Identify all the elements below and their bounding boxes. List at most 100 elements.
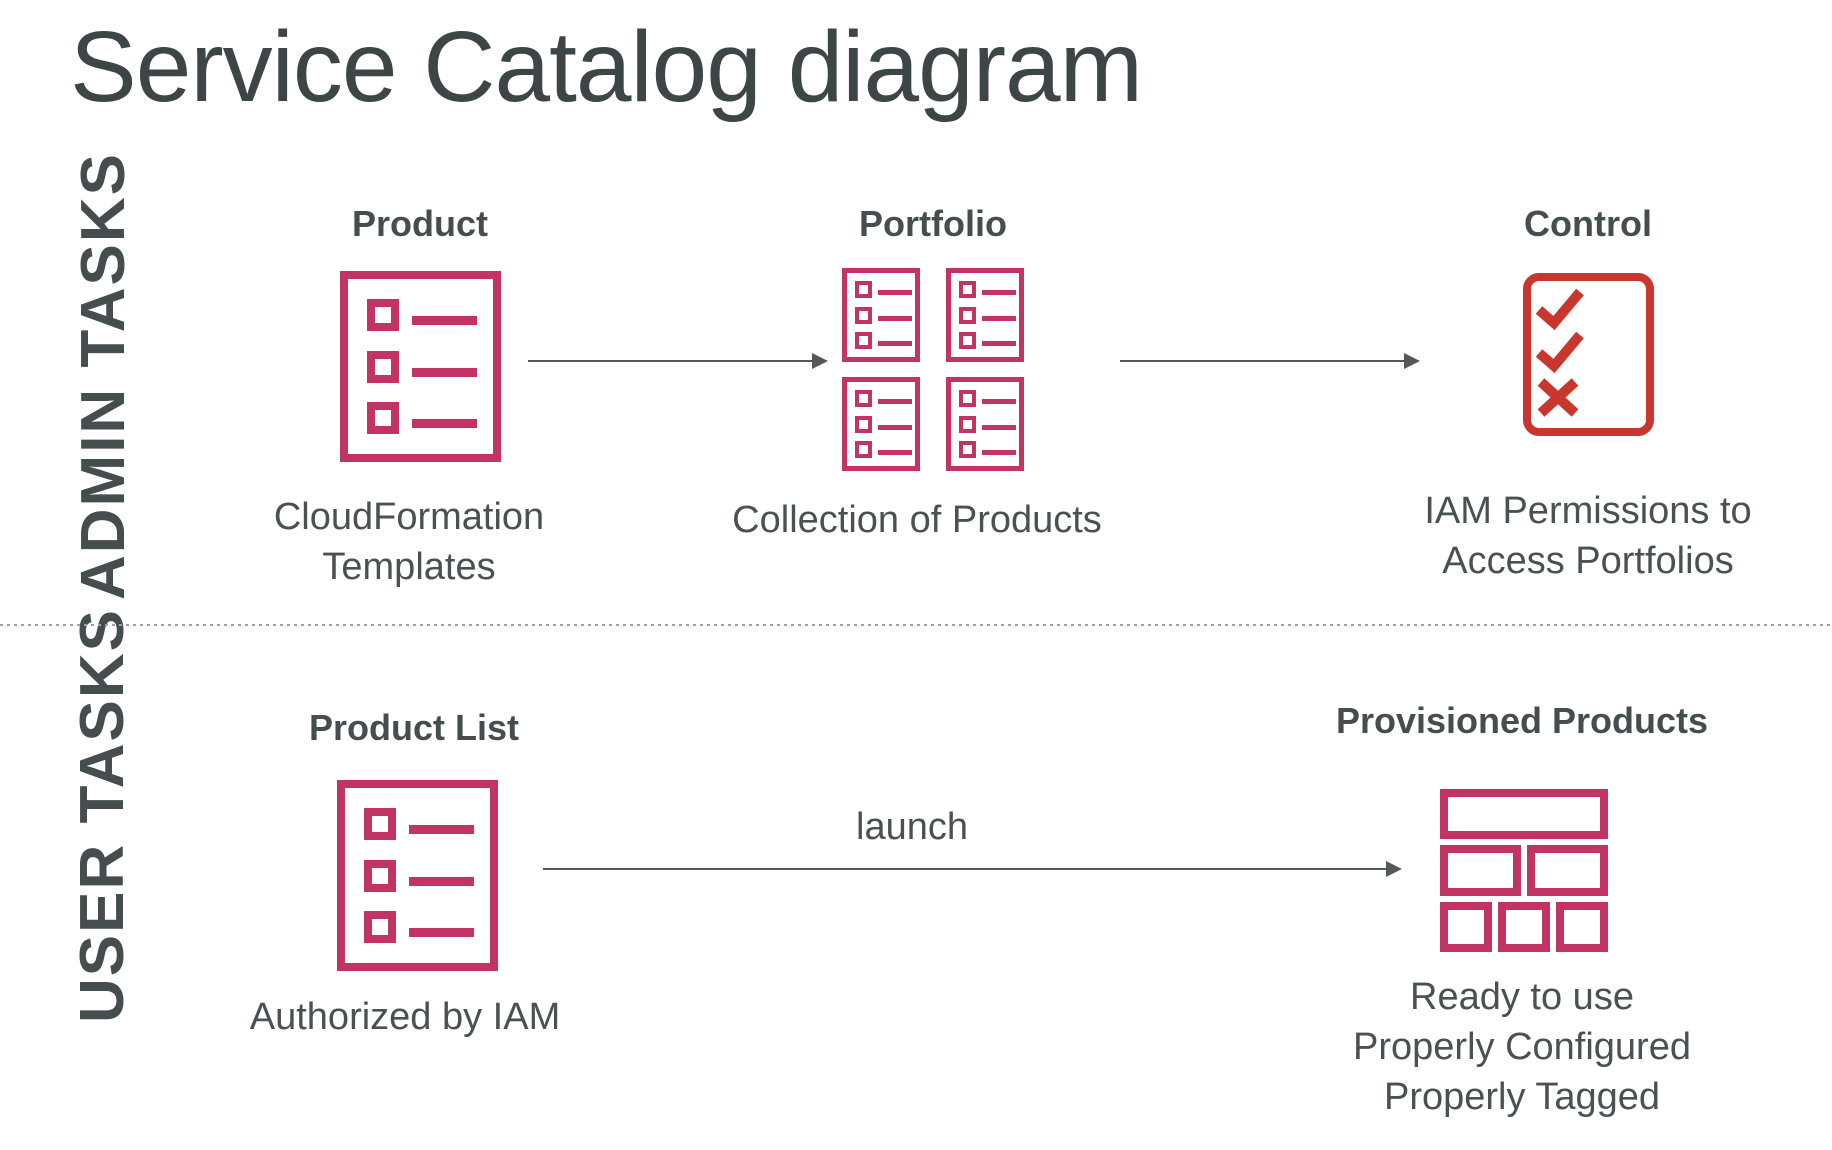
mini-list-document-icon (842, 268, 920, 362)
arrow-portfolio-to-control (1120, 353, 1420, 369)
checkbox-square (959, 281, 976, 299)
list-row (367, 298, 493, 331)
list-row (959, 281, 1019, 299)
text-line (878, 340, 912, 346)
portfolio-title: Portfolio (859, 203, 1007, 244)
page-title: Service Catalog diagram (70, 11, 1143, 123)
list-row (855, 390, 915, 408)
checkbox-square (364, 807, 396, 840)
portfolio-caption: Collection of Products (732, 495, 1102, 545)
block (1440, 845, 1521, 896)
caption-line: Collection of Products (732, 499, 1102, 541)
text-line (982, 424, 1016, 430)
list-row (959, 390, 1019, 408)
list-row (364, 859, 490, 892)
check-icon (1535, 331, 1584, 374)
list-row (959, 331, 1019, 349)
text-line (409, 876, 474, 886)
checkbox-square (959, 415, 976, 433)
checkbox-square (855, 440, 872, 458)
list-row (855, 440, 915, 458)
launch-arrow-label: launch (856, 806, 968, 848)
text-line (409, 928, 474, 938)
list-row (855, 306, 915, 324)
admin-tasks-row-label: ADMIN TASKS (69, 152, 138, 600)
list-row (855, 331, 915, 349)
checkbox-square (367, 298, 399, 331)
product-title: Product (351, 203, 489, 244)
caption-line: Templates (322, 546, 496, 588)
checkbox-square (855, 415, 872, 433)
caption-line: Properly Tagged (1383, 1076, 1661, 1118)
product-list-document-icon (340, 271, 501, 462)
caption-line: Properly Configured (1353, 1026, 1691, 1068)
arrow-head (1404, 353, 1420, 369)
list-row (855, 415, 915, 433)
checkbox-square (959, 331, 976, 349)
product-list-document-icon (337, 780, 498, 971)
block-row (1440, 845, 1608, 896)
caption-line: IAM Permissions to (1424, 490, 1752, 532)
block (1527, 845, 1608, 896)
text-line (982, 399, 1016, 405)
checkbox-square (855, 306, 872, 324)
product-caption: CloudFormation Templates (274, 492, 544, 592)
text-line (878, 424, 912, 430)
row-divider (0, 624, 1832, 626)
checkbox-square (959, 440, 976, 458)
text-line (412, 367, 477, 377)
checkbox-square (959, 390, 976, 408)
text-line (878, 290, 912, 296)
text-line (412, 315, 477, 325)
block (1498, 902, 1550, 952)
checkbox-square (364, 911, 396, 944)
provisioned-caption: Ready to use Properly Configured Properl… (1353, 972, 1691, 1122)
checkbox-square (367, 402, 399, 435)
arrow-line (543, 868, 1386, 870)
arrow-product-to-portfolio (528, 353, 828, 369)
list-row (959, 440, 1019, 458)
block (1556, 902, 1608, 952)
list-row (367, 402, 493, 435)
check-icon (1535, 288, 1584, 331)
control-caption: IAM Permissions to Access Portfolios (1424, 486, 1751, 586)
control-title: Control (1524, 203, 1652, 244)
checkbox-square (855, 281, 872, 299)
caption-line: CloudFormation (273, 496, 545, 538)
arrow-launch (543, 861, 1402, 877)
text-line (982, 340, 1016, 346)
product-list-caption: Authorized by IAM (250, 992, 560, 1042)
block (1440, 789, 1608, 839)
mini-list-document-icon (946, 268, 1024, 362)
checkbox-square (367, 350, 399, 383)
arrow-line (528, 360, 812, 362)
control-checklist-icon (1523, 273, 1654, 436)
list-row (959, 306, 1019, 324)
provisioned-stacked-blocks-icon (1440, 789, 1608, 952)
list-row (855, 281, 915, 299)
caption-line: Ready to use (1410, 976, 1634, 1018)
checkbox-square (364, 859, 396, 892)
text-line (982, 315, 1016, 321)
x-icon (1537, 378, 1579, 417)
arrow-head (1386, 861, 1402, 877)
text-line (982, 290, 1016, 296)
arrow-line (1120, 360, 1404, 362)
list-row (364, 807, 490, 840)
arrow-head (812, 353, 828, 369)
text-line (878, 399, 912, 405)
text-line (878, 449, 912, 455)
mini-list-document-icon (842, 377, 920, 471)
user-tasks-row-label: USER TASKS (68, 607, 137, 1023)
text-line (878, 315, 912, 321)
list-row (364, 911, 490, 944)
checkbox-square (855, 390, 872, 408)
block (1440, 902, 1492, 952)
text-line (412, 419, 477, 429)
checkbox-square (959, 306, 976, 324)
mini-list-document-icon (946, 377, 1024, 471)
block-row (1440, 902, 1608, 952)
provisioned-products-title: Provisioned Products (1335, 700, 1709, 741)
product-list-title: Product List (308, 707, 520, 748)
